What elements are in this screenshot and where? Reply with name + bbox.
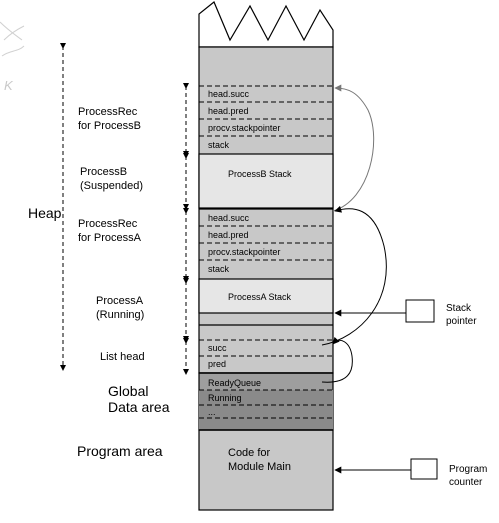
processb-stack-box [198, 153, 334, 209]
heap-region [198, 46, 334, 374]
reca-field-stackpointer: procv.stackpointer [208, 247, 280, 257]
recb-field-stack: stack [208, 140, 230, 150]
stack-pointer-label-line1: Stack [446, 303, 472, 314]
global-dark-band [199, 390, 333, 430]
memory-column [198, 1, 334, 511]
stack-pointer-label-line2: pointer [446, 316, 477, 327]
processrec-a-label-line1: ProcessRec [78, 218, 138, 230]
reca-field-head-pred: head.pred [208, 230, 249, 240]
program-counter-register: Program counter [334, 458, 487, 488]
processa-label-line2: (Running) [96, 309, 144, 321]
field-separators [199, 85, 333, 419]
recb-succ-to-reca-arrow [332, 84, 375, 212]
stack-pointer-box [405, 299, 435, 323]
pointer-arrows [321, 84, 387, 383]
processrec-b-label-line1: ProcessRec [78, 106, 138, 118]
listhead-to-reca-arrow [321, 205, 387, 346]
reca-field-stack: stack [208, 264, 230, 274]
watermark: K [0, 21, 25, 93]
global-field-ellipsis: ... [208, 407, 216, 417]
processb-label-line1: ProcessB [80, 166, 127, 178]
list-head-label: List head [100, 351, 145, 363]
extent-markers [60, 43, 189, 375]
reca-field-head-succ: head.succ [208, 213, 250, 223]
readyqueue-to-listhead-arrow [321, 336, 353, 383]
program-counter-box [410, 458, 438, 480]
program-region [198, 429, 334, 511]
program-counter-label-line1: Program [449, 464, 487, 475]
global-field-readyqueue: ReadyQueue [208, 378, 261, 388]
heap-label: Heap [28, 205, 62, 221]
processa-label-line1: ProcessA [96, 295, 144, 307]
processa-stack-box [198, 278, 334, 314]
processb-label-line2: (Suspended) [80, 180, 143, 192]
processrec-b-label-line2: for ProcessB [78, 120, 141, 132]
listhead-field-pred: pred [208, 359, 226, 369]
processa-stack-label: ProcessA Stack [228, 292, 292, 302]
processrec-a-label-line2: for ProcessA [78, 232, 142, 244]
field-labels: head.succ head.pred procv.stackpointer s… [208, 89, 292, 473]
global-field-running: Running [208, 393, 242, 403]
watermark-letter: K [4, 78, 14, 93]
recb-field-stackpointer: procv.stackpointer [208, 123, 280, 133]
torn-top-edge [198, 1, 334, 48]
program-counter-label-line2: counter [449, 477, 483, 488]
recb-field-head-succ: head.succ [208, 89, 250, 99]
code-label-line2: Module Main [228, 461, 291, 473]
stack-pointer-register: Stack pointer [334, 299, 477, 327]
left-labels: Heap ProcessRec for ProcessB ProcessB (S… [28, 106, 170, 459]
global-data-label-line1: Global [108, 383, 148, 399]
listhead-field-succ: succ [208, 343, 227, 353]
recb-field-head-pred: head.pred [208, 106, 249, 116]
program-area-label: Program area [77, 443, 163, 459]
processb-stack-label: ProcessB Stack [228, 169, 292, 179]
code-label-line1: Code for [228, 447, 271, 459]
global-data-label-line2: Data area [108, 399, 170, 415]
